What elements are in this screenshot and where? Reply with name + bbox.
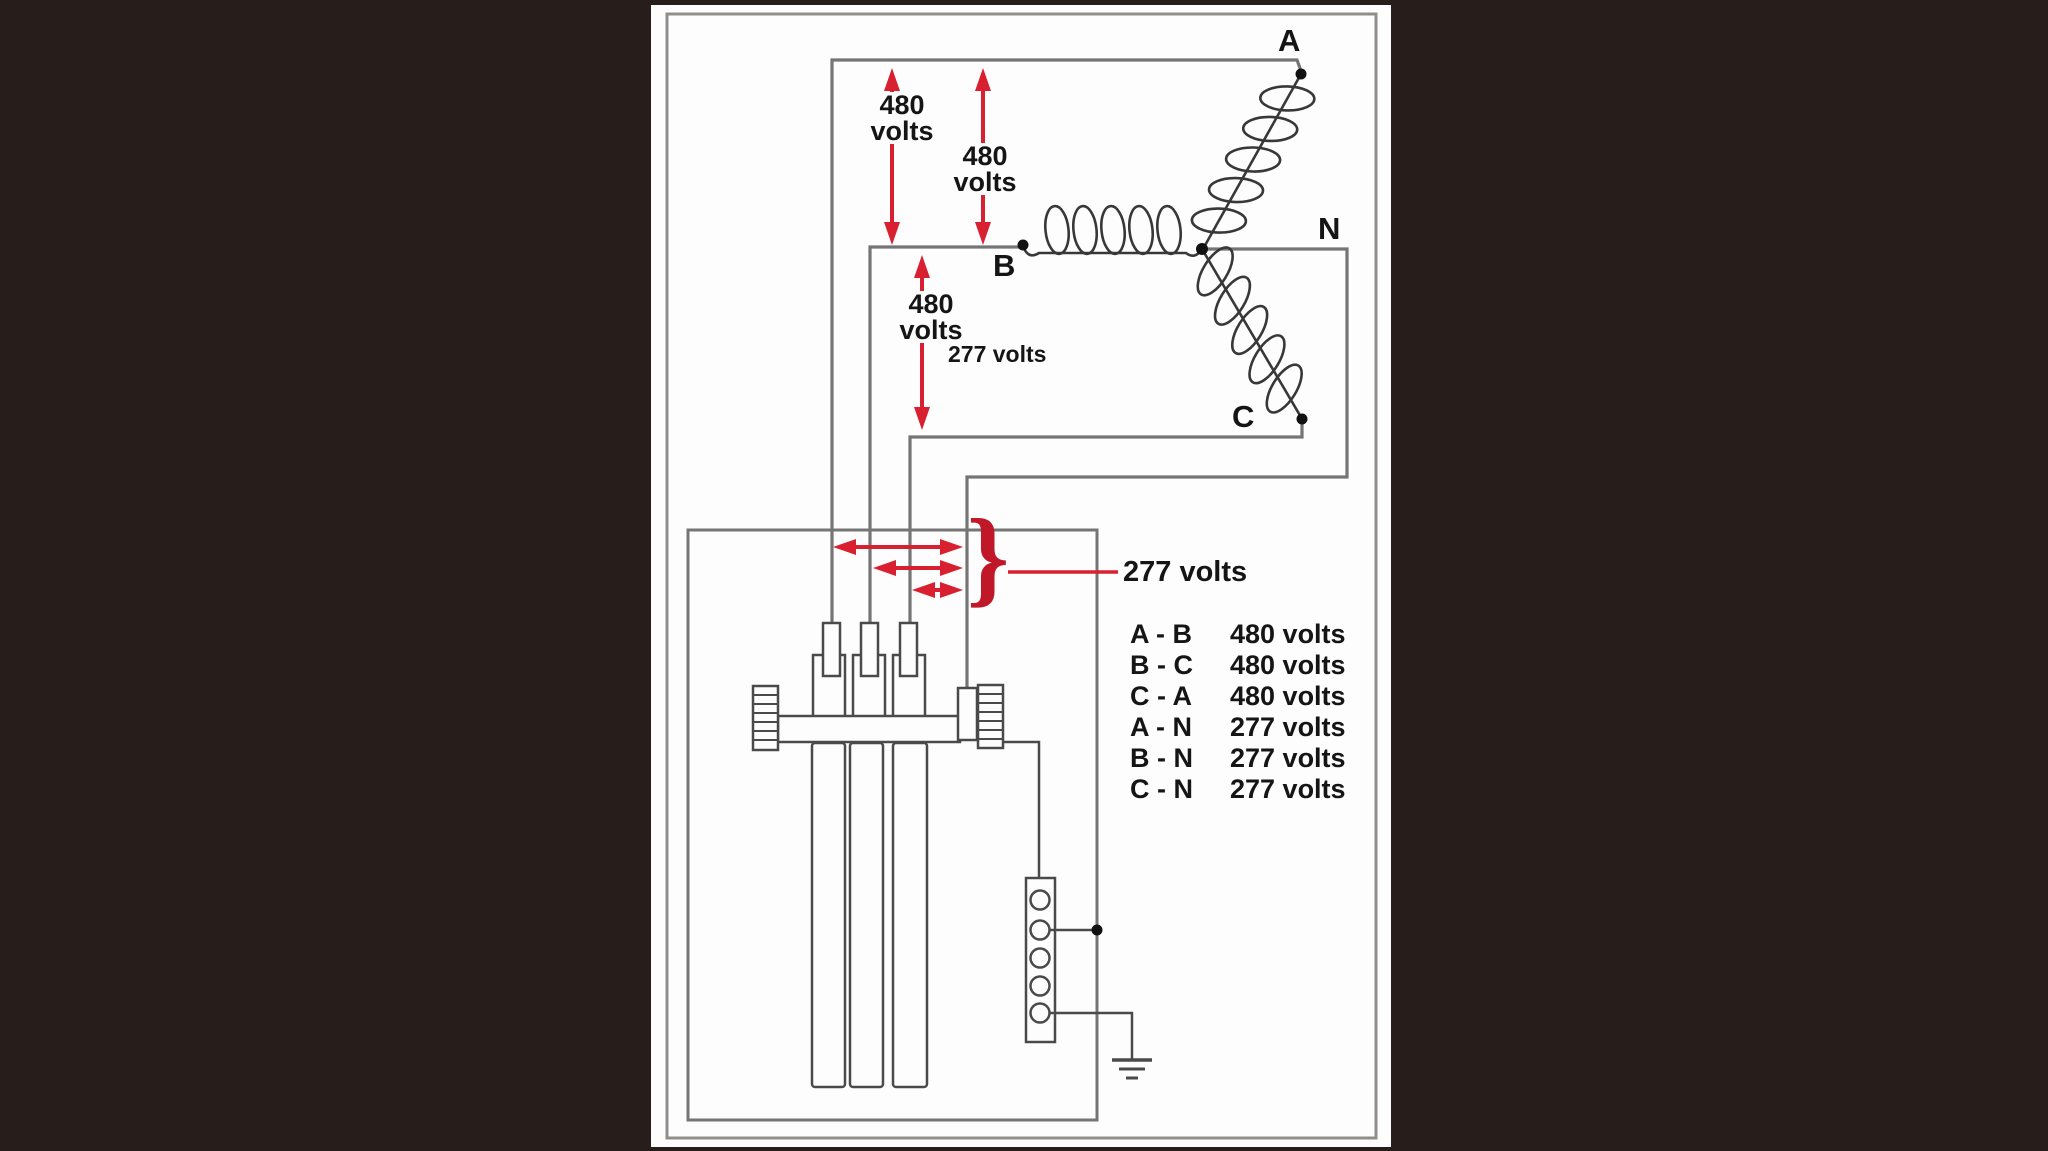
voltage-table-row: A - B 480 volts [1130,619,1380,650]
junction-dot-b [1017,239,1029,251]
voltage-value: 480 [908,289,954,319]
breaker-body [776,714,962,744]
left-lug [751,684,780,752]
phase-label-a: A [1278,23,1301,58]
pair-label: C - A [1130,681,1192,711]
phase-to-neutral-brace: } [966,498,1010,617]
pair-voltage: 480 volts [1230,681,1346,711]
voltage-label-ab-left: 480 volts [860,90,944,146]
pair-label: C - N [1130,774,1193,804]
voltage-table-row: C - N 277 volts [1130,774,1380,805]
terminal-a [821,621,842,678]
voltage-label-ab-right: 480 volts [943,141,1027,197]
voltage-unit: volts [953,167,1017,197]
phase-conductors [830,58,1349,692]
phase-b-conductor [868,245,1020,650]
coil-winding-b [1021,204,1204,258]
panel-enclosure [686,528,1099,1122]
right-lug [976,683,1005,750]
neutral-conductor [965,247,1349,692]
diagram-paper [651,5,1391,1147]
junction-dot-neutral-point [1196,243,1208,255]
phase-label-b: B [993,248,1016,283]
voltage-label-bc: 480 volts [889,289,973,345]
neutral-bar-terminal [1029,889,1051,911]
neutral-bar-terminal [1029,947,1051,969]
neutral-ground-system [1003,740,1152,1080]
wye-windings [1021,75,1316,417]
voltage-unit: volts [870,116,934,146]
earth-ground-icon [1112,1058,1152,1080]
neutral-bar-terminal [1029,919,1051,941]
coil-winding-c [1196,246,1303,417]
junction-dots [1017,68,1308,425]
terminal-c [898,621,919,678]
terminal-b [859,621,880,678]
voltage-table-row: B - N 277 volts [1130,743,1380,774]
neutral-lug [956,686,979,742]
phase-label-n: N [1318,211,1341,246]
grounding-conductor [1050,1011,1134,1060]
phase-to-neutral-callout: 277 volts [1123,556,1248,588]
main-breaker-assembly [751,621,1005,1089]
phase-a-conductor [830,58,1303,650]
voltage-table-row: A - N 277 volts [1130,712,1380,743]
pair-voltage: 277 volts [1230,743,1346,773]
voltage-table-row: C - A 480 volts [1130,681,1380,712]
voltage-table: A - B 480 volts B - C 480 volts C - A 48… [1130,619,1380,805]
voltage-value: 480 [879,90,925,120]
figure-border [665,12,1378,1140]
voltage-table-row: B - C 480 volts [1130,650,1380,681]
bus-bar-c [891,741,929,1089]
pair-voltage: 480 volts [1230,619,1346,649]
coil-winding-a [1190,75,1316,248]
pair-label: B - C [1130,650,1193,680]
junction-dot-bond [1091,924,1103,936]
junction-dot-a [1295,68,1307,80]
neutral-feed-wire [1003,740,1041,878]
arrow-b-n [873,560,963,576]
pair-label: B - N [1130,743,1193,773]
pair-voltage: 480 volts [1230,650,1346,680]
phase-label-c: C [1232,399,1255,434]
neutral-bar-terminal [1029,1002,1051,1024]
arrow-a-n [833,539,963,555]
bus-bar-a [810,741,847,1089]
pair-label: A - N [1130,712,1192,742]
voltage-measure-arrows [833,68,1118,598]
phase-c-conductor [908,419,1304,650]
voltage-value: 480 [962,141,1008,171]
arrow-c-n [912,582,963,598]
pair-voltage: 277 volts [1230,712,1346,742]
neutral-bar-terminal [1029,975,1051,997]
voltage-unit: volts [899,315,963,345]
bus-bar-b [848,741,885,1089]
pair-voltage: 277 volts [1230,774,1346,804]
junction-dot-c [1296,413,1308,425]
pair-label: A - B [1130,619,1192,649]
winding-voltage-label: 277 volts [948,341,1047,367]
